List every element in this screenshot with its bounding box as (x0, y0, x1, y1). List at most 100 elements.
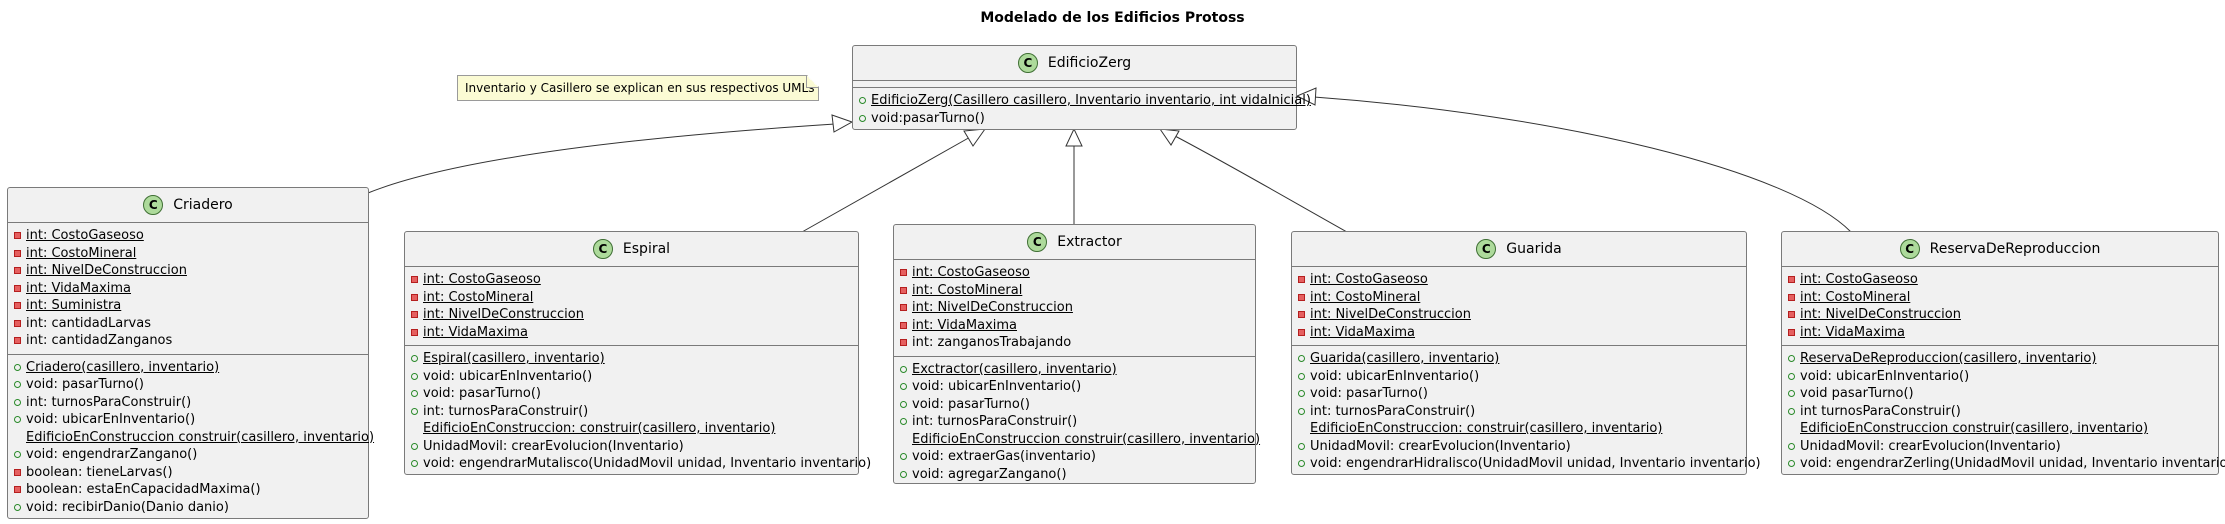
method: ReservaDeReproduccion(casillero, inventa… (1788, 350, 2212, 368)
attribute: int: NivelDeConstruccion (1298, 306, 1740, 324)
private-visibility-icon (14, 249, 21, 257)
inheritance-arrowhead (1295, 87, 1317, 106)
public-visibility-icon (1788, 442, 1795, 450)
attribute: int: Suministra (14, 297, 362, 315)
attribute: int: CostoMineral (411, 289, 852, 307)
class-icon: C (1017, 53, 1038, 73)
method: int: turnosParaConstruir() (14, 394, 362, 412)
method: UnidadMovil: crearEvolucion(Inventario) (1298, 438, 1740, 456)
public-visibility-icon (900, 383, 907, 391)
public-visibility-icon (859, 97, 866, 105)
methods-section: ReservaDeReproduccion(casillero, inventa… (1782, 345, 2225, 477)
public-visibility-icon (14, 398, 21, 406)
public-visibility-icon (1298, 407, 1305, 415)
method: EdificioZerg(Casillero casillero, Invent… (859, 92, 1311, 110)
method: Exctractor(casillero, inventario) (900, 361, 1249, 379)
attributes-section: int: CostoGaseoso int: CostoMineral int:… (894, 260, 1255, 356)
method: int turnosParaConstruir() (1788, 403, 2212, 421)
class-name: Guarida (1506, 241, 1562, 257)
private-visibility-icon (1298, 311, 1305, 319)
private-visibility-icon (1788, 276, 1795, 284)
private-visibility-icon (14, 486, 21, 494)
methods-section: EdificioZerg(Casillero casillero, Invent… (853, 87, 1311, 131)
attributes-section: int: CostoGaseoso int: CostoMineral int:… (1782, 267, 2218, 345)
edge-espiral-to-edificiozerg (801, 135, 973, 233)
method: void: ubicarEnInventario() (1298, 368, 1740, 386)
private-visibility-icon (900, 339, 907, 347)
public-visibility-icon (14, 363, 21, 371)
class-header: C EdificioZerg (853, 46, 1296, 81)
diagram-title: Modelado de los Edificios Protoss (980, 10, 1245, 26)
private-visibility-icon (411, 311, 418, 319)
public-visibility-icon (1298, 372, 1305, 380)
edge-reserva-to-edificiozerg (1313, 96, 1852, 233)
public-visibility-icon (1788, 407, 1795, 415)
public-visibility-icon (1298, 460, 1305, 468)
method: EdificioEnConstruccion construir(casille… (912, 431, 1261, 447)
method: void: ubicarEnInventario() (411, 368, 852, 386)
private-visibility-icon (14, 232, 21, 240)
note-text: Inventario y Casillero se explican en su… (465, 81, 815, 95)
method: void pasarTurno() (1788, 385, 2212, 403)
public-visibility-icon (1788, 355, 1795, 363)
method: void: engendrarHidralisco(UnidadMovil un… (1298, 455, 1761, 473)
public-visibility-icon (14, 503, 21, 511)
class-icon: C (1027, 232, 1048, 252)
public-visibility-icon (1788, 372, 1795, 380)
private-visibility-icon (1298, 328, 1305, 336)
private-visibility-icon (14, 267, 21, 275)
attribute: int: CostoMineral (14, 245, 362, 263)
private-visibility-icon (900, 269, 907, 277)
method: Criadero(casillero, inventario) (14, 359, 362, 377)
method: Espiral(casillero, inventario) (411, 350, 852, 368)
method: int: turnosParaConstruir() (411, 403, 852, 421)
class-icon: C (592, 239, 613, 259)
public-visibility-icon (900, 400, 907, 408)
inheritance-arrowhead (1065, 127, 1083, 147)
class-icon: C (1899, 239, 1920, 259)
public-visibility-icon (14, 381, 21, 389)
attribute: int: VidaMaxima (1788, 324, 2212, 342)
attribute: int: CostoGaseoso (14, 227, 362, 245)
class-icon: C (1476, 239, 1497, 259)
public-visibility-icon (411, 390, 418, 398)
public-visibility-icon (14, 451, 21, 459)
method: void: pasarTurno() (1298, 385, 1740, 403)
method: UnidadMovil: crearEvolucion(Inventario) (411, 438, 852, 456)
method: EdificioEnConstruccion construir(casille… (1800, 421, 2149, 436)
method: EdificioEnConstruccion: construir(casill… (423, 421, 776, 436)
method: void: engendrarZerling(UnidadMovil unida… (1788, 455, 2225, 473)
class-header: C Criadero (8, 188, 368, 223)
class-guarida: C Guarida int: CostoGaseoso int: CostoMi… (1291, 231, 1761, 477)
class-espiral: C Espiral int: CostoGaseoso int: CostoMi… (404, 231, 871, 477)
private-visibility-icon (14, 319, 21, 327)
attribute: int: NivelDeConstruccion (1788, 306, 2212, 324)
methods-section: Espiral(casillero, inventario) void: ubi… (405, 345, 871, 477)
public-visibility-icon (1788, 390, 1795, 398)
public-visibility-icon (859, 114, 866, 122)
method: boolean: estaEnCapacidadMaxima() (14, 481, 362, 499)
attribute: int: cantidadLarvas (14, 315, 362, 333)
private-visibility-icon (14, 302, 21, 310)
public-visibility-icon (900, 470, 907, 478)
public-visibility-icon (900, 418, 907, 426)
attribute: int: CostoMineral (900, 282, 1249, 300)
class-icon: C (143, 195, 164, 215)
public-visibility-icon (411, 460, 418, 468)
class-reservadereproduccion: C ReservaDeReproduccion int: CostoGaseos… (1781, 231, 2225, 477)
class-header: C Guarida (1292, 232, 1746, 267)
attribute: int: CostoMineral (1298, 289, 1740, 307)
attribute: int: CostoGaseoso (1298, 271, 1740, 289)
private-visibility-icon (900, 304, 907, 312)
edge-criadero-to-edificiozerg (367, 123, 836, 194)
method: void: pasarTurno() (411, 385, 852, 403)
private-visibility-icon (1788, 311, 1795, 319)
class-name: Criadero (173, 197, 233, 213)
method: void: agregarZangano() (900, 466, 1249, 484)
private-visibility-icon (1298, 276, 1305, 284)
methods-section: Guarida(casillero, inventario) void: ubi… (1292, 345, 1761, 477)
attribute: int: VidaMaxima (1298, 324, 1740, 342)
class-header: C Espiral (405, 232, 858, 267)
class-name: Espiral (622, 241, 671, 257)
